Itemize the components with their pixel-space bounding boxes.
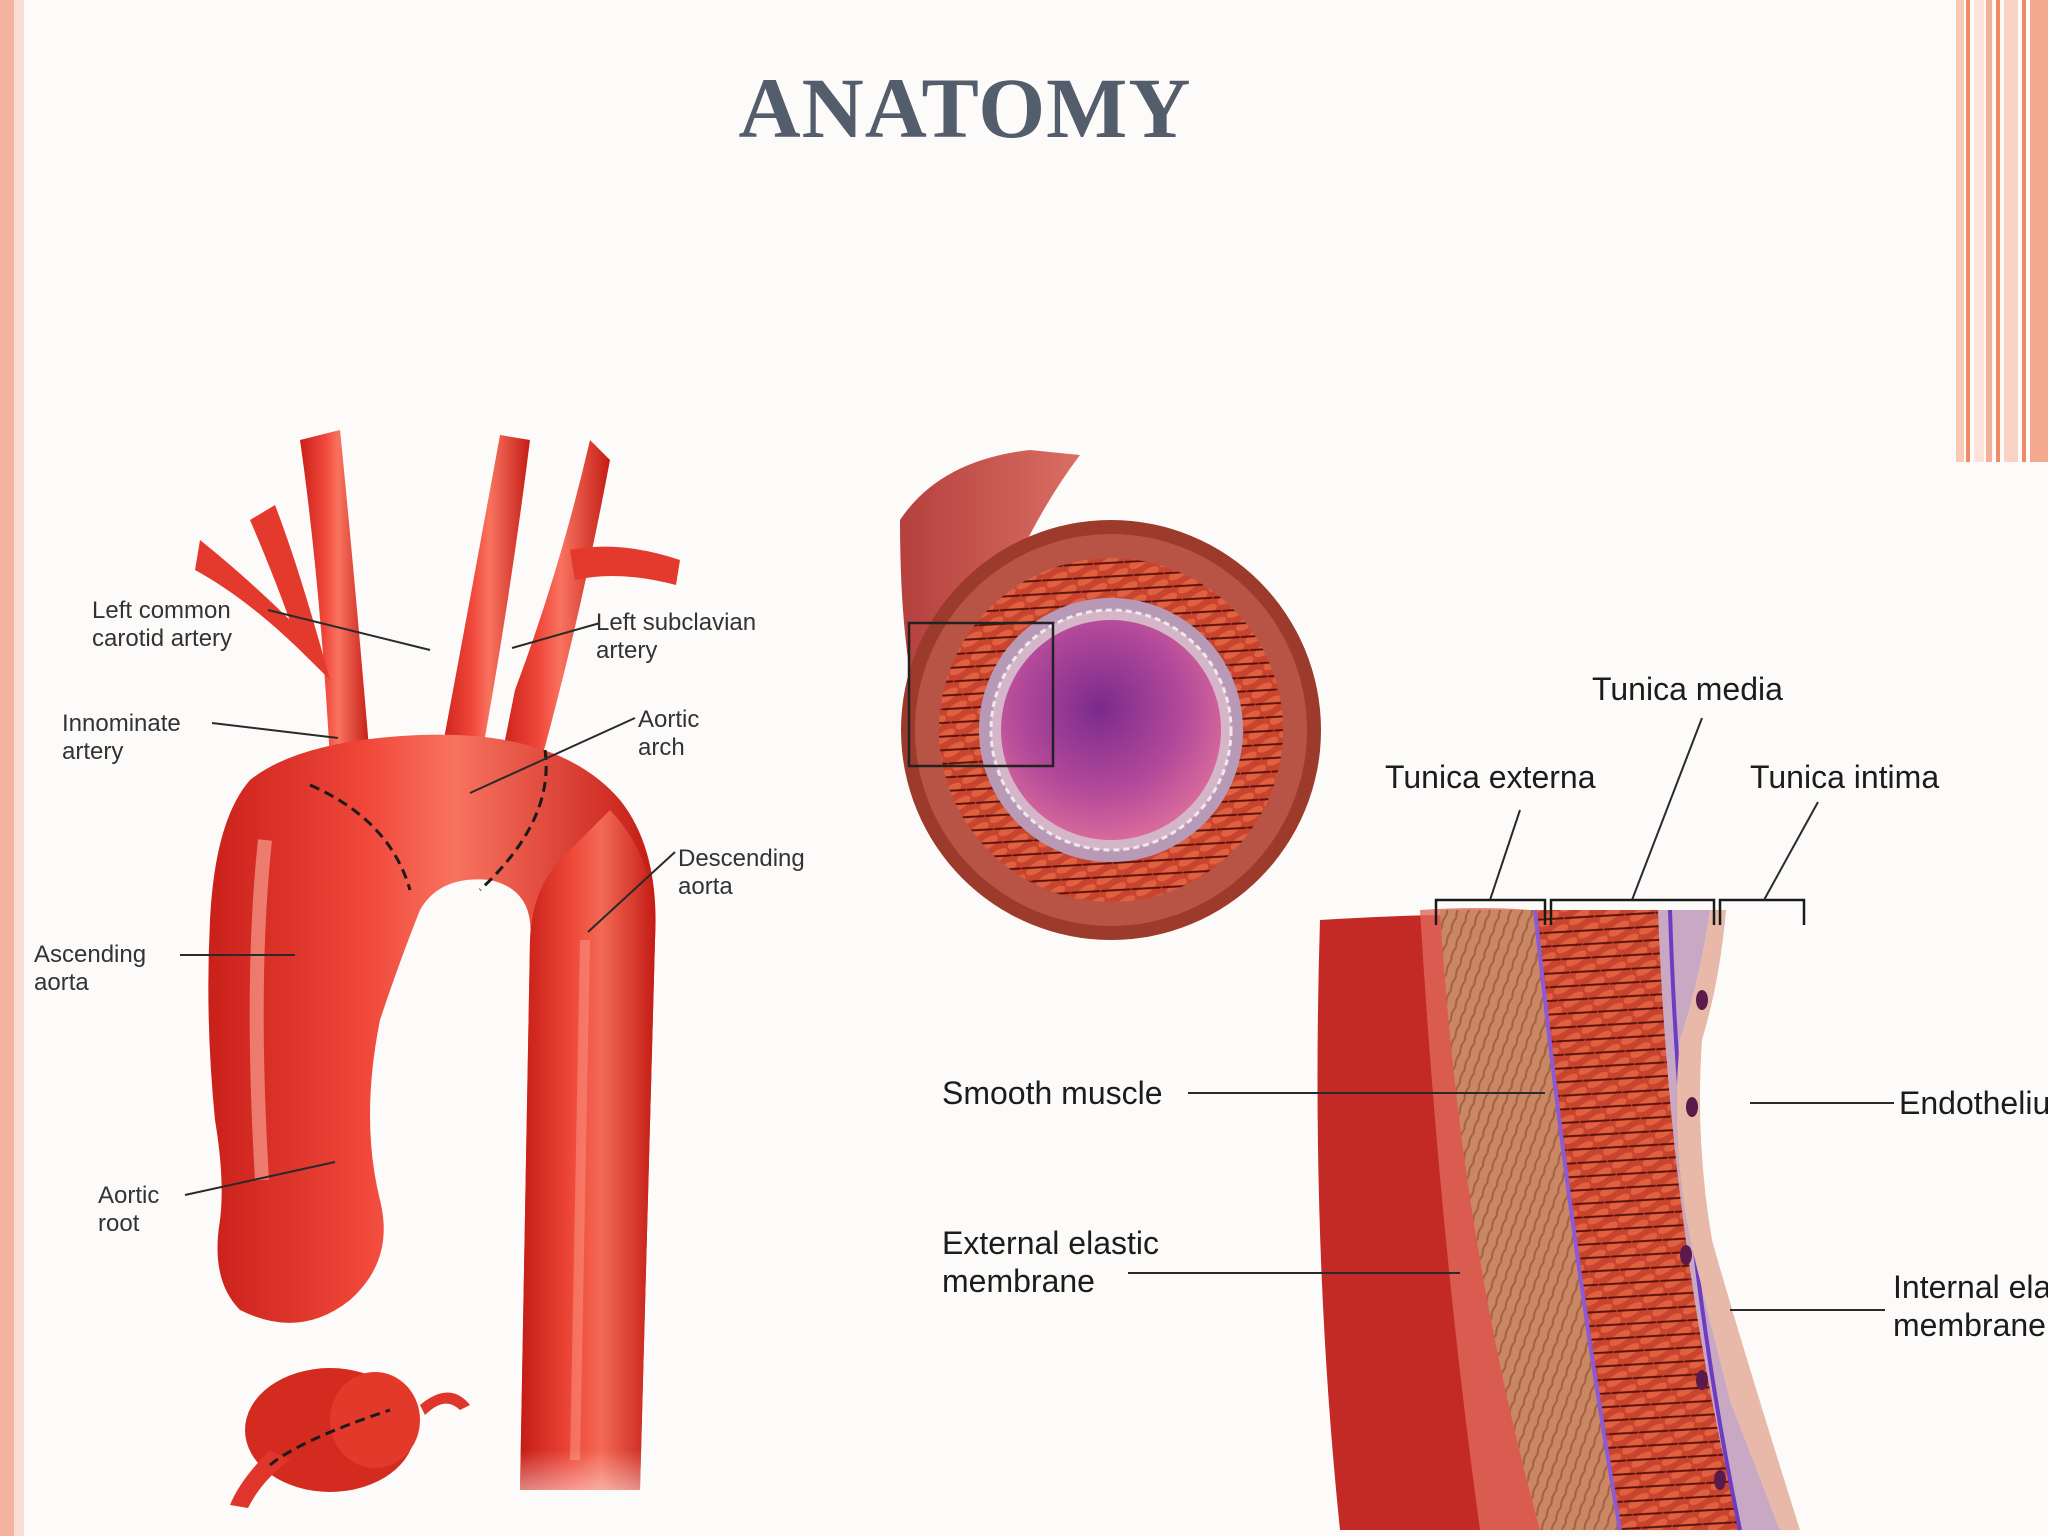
aorta-leader-lines	[180, 609, 676, 1196]
descending-aorta-shape	[520, 810, 656, 1490]
wall-leader-lines	[1128, 717, 1894, 1311]
aortic-root-shape	[230, 1368, 470, 1508]
label-external-elastic: External elastic membrane	[942, 1225, 1168, 1299]
label-tunica-media: Tunica media	[1592, 671, 1783, 707]
label-left-common-carotid: Left common carotid artery	[92, 597, 237, 652]
label-aortic-arch: Aortic arch	[638, 706, 706, 761]
left-border	[0, 0, 14, 1536]
inset-box	[907, 621, 1055, 768]
label-internal-elastic: Internal elastic membrane	[1893, 1269, 2048, 1343]
slide-title: ANATOMY	[738, 60, 1192, 156]
label-left-subclavian: Left subclavian artery	[596, 609, 763, 664]
vessel-cross-section	[900, 450, 1321, 940]
label-innominate: Innominate artery	[62, 710, 187, 765]
label-aortic-root: Aortic root	[98, 1182, 166, 1237]
label-smooth-muscle: Smooth muscle	[942, 1075, 1163, 1111]
section-dashes	[269, 749, 548, 1467]
aorta-diagram: Left common carotid artery Left subclavi…	[34, 430, 811, 1536]
label-endothelium: Endothelium	[1899, 1085, 2048, 1121]
label-ascending-aorta: Ascending aorta	[34, 941, 153, 996]
label-tunica-intima: Tunica intima	[1750, 759, 1939, 795]
left-border-inner	[14, 0, 24, 1536]
vessel-wall-diagram: Tunica media Tunica externa Tunica intim…	[900, 450, 2048, 1531]
label-descending-aorta: Descending aorta	[678, 845, 811, 900]
label-tunica-externa: Tunica externa	[1385, 759, 1596, 795]
vessel-wall-closeup	[1317, 908, 1800, 1531]
branch-arteries	[195, 430, 680, 765]
right-stripes-decoration	[1956, 0, 2048, 462]
